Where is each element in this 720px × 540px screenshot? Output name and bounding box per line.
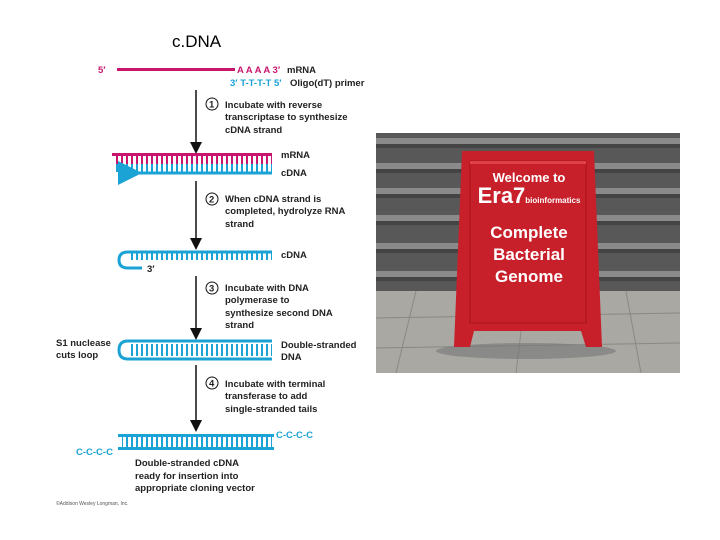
sign-welcome: Welcome to — [492, 170, 566, 185]
three-prime-label: 3′ — [147, 264, 155, 275]
final-bottom-strand — [118, 447, 274, 450]
step4-line3: single-stranded tails — [225, 404, 317, 415]
sign-line-complete: Complete — [490, 223, 568, 242]
oligo-seq: 3′ T-T-T-T 5′ — [230, 78, 282, 89]
sign-brand: Era7 — [477, 183, 526, 208]
cdna-hairpin-ticks — [128, 252, 272, 260]
s1-label-line2: cuts loop — [56, 350, 98, 361]
label-cdna2: cDNA — [281, 250, 307, 261]
sign-brand-sub: bioinformatics — [525, 196, 581, 205]
tail-right: C-C-C-C — [276, 430, 313, 441]
tail-left: C-C-C-C — [76, 447, 113, 458]
step3-number: 3 — [209, 284, 214, 295]
step2-number: 2 — [209, 195, 214, 206]
hybrid-cdna-ticks — [116, 164, 272, 172]
mrna-label-top: mRNA — [287, 65, 316, 76]
step1-badge — [205, 97, 219, 111]
step1-line3: cDNA strand — [225, 125, 282, 136]
sign-line-bacterial: Bacterial — [493, 245, 565, 264]
step2-badge — [205, 192, 219, 206]
step4-badge — [205, 376, 219, 390]
ds-dna-ticks — [128, 344, 272, 356]
ds-label-line1: Double-stranded — [281, 340, 357, 351]
s1-label-line1: S1 nuclease — [56, 338, 111, 349]
step4-number: 4 — [209, 379, 215, 390]
step1-number: 1 — [209, 100, 215, 111]
hybrid-mrna — [112, 153, 272, 156]
sign-photo: Welcome to Era7bioinformatics Complete B… — [376, 133, 680, 373]
step1-line1: Incubate with reverse — [225, 100, 322, 111]
final-ticks — [122, 437, 272, 447]
hybrid-mrna-ticks — [116, 156, 272, 165]
step1-line2: transcriptase to synthesize — [225, 112, 348, 123]
sign-text: Welcome to Era7bioinformatics Complete B… — [474, 171, 584, 288]
label-cdna: cDNA — [281, 168, 307, 179]
step2-line1: When cDNA strand is — [225, 194, 321, 205]
poly-a-tail: A A A A 3′ — [237, 65, 281, 76]
ds-label-line2: DNA — [281, 352, 302, 363]
step3-line4: strand — [225, 320, 254, 331]
step3-line1: Incubate with DNA — [225, 283, 309, 294]
ds-dna-hairpin — [117, 339, 272, 361]
step3-line2: polymerase to — [225, 295, 290, 306]
cdna-hairpin — [117, 250, 272, 270]
five-prime-label: 5′ — [98, 65, 106, 76]
copyright: ©Addison Wesley Longman, Inc. — [56, 500, 129, 507]
sign-line-genome: Genome — [494, 267, 564, 286]
mrna-strand — [117, 68, 235, 71]
step3-badge — [205, 281, 219, 295]
step2-line3: strand — [225, 219, 254, 230]
step4-line1: Incubate with terminal — [225, 379, 325, 390]
oligo-label: Oligo(dT) primer — [290, 78, 365, 89]
final-line2: ready for insertion into — [135, 471, 239, 482]
label-mrna: mRNA — [281, 150, 310, 161]
step3-line3: synthesize second DNA — [225, 308, 333, 319]
page-title: c.DNA — [172, 32, 222, 51]
final-top-strand — [118, 434, 274, 437]
step2-line2: completed, hydrolyze RNA — [225, 206, 345, 217]
final-line1: Double-stranded cDNA — [135, 458, 239, 469]
step4-line2: transferase to add — [225, 391, 308, 402]
final-line3: appropriate cloning vector — [135, 483, 255, 494]
sign-logo: Era7bioinformatics — [474, 185, 584, 212]
